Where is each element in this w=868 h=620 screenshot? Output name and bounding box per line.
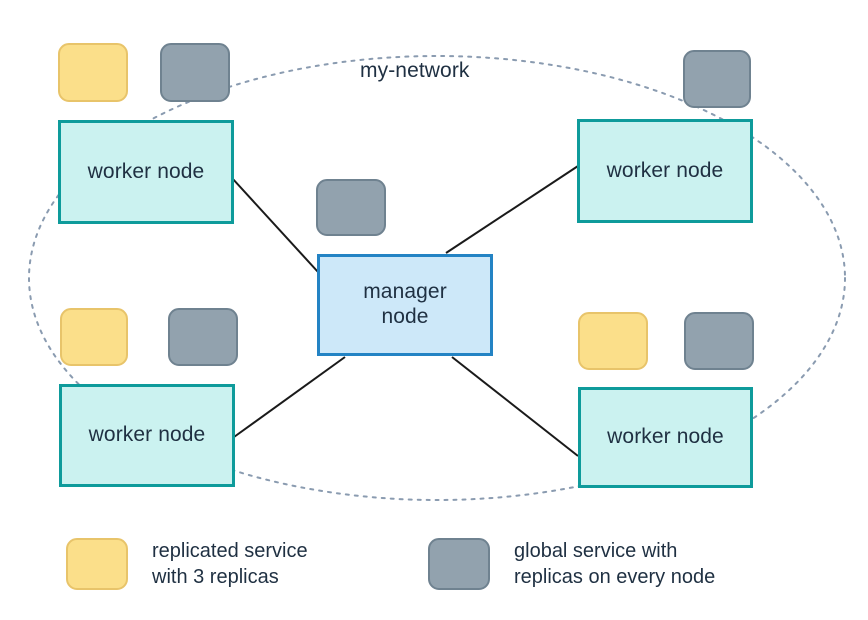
legend-label-replicated-service: replicated service with 3 replicas bbox=[152, 540, 308, 589]
network-label: my-network bbox=[360, 59, 470, 82]
connector-manager-to-worker-top-right bbox=[445, 165, 579, 254]
worker-node-top-left[interactable]: worker node bbox=[58, 120, 234, 224]
replicated-service-chip-top-left bbox=[58, 43, 128, 102]
legend-label-global-service: global service with replicas on every no… bbox=[514, 540, 716, 589]
worker-node-top-right[interactable]: worker node bbox=[577, 119, 753, 223]
connector-manager-to-worker-bottom-right bbox=[451, 356, 579, 457]
worker-node-bottom-left-label: worker node bbox=[88, 423, 206, 447]
global-service-chip-center bbox=[316, 179, 386, 236]
manager-node-label-line2: node bbox=[381, 305, 429, 328]
manager-node-label-line1: manager bbox=[363, 280, 447, 304]
legend-item-replicated-service: replicated service with 3 replicas bbox=[66, 538, 308, 591]
global-service-chip-top-left bbox=[160, 43, 230, 102]
replicated-service-swatch bbox=[66, 538, 128, 591]
global-service-chip-bottom-left bbox=[168, 308, 238, 366]
worker-node-top-left-label: worker node bbox=[87, 159, 205, 183]
replicated-service-chip-bottom-right bbox=[578, 312, 648, 370]
global-service-chip-top-right bbox=[683, 50, 751, 108]
worker-node-top-right-label: worker node bbox=[606, 158, 724, 182]
worker-node-bottom-right[interactable]: worker node bbox=[578, 387, 753, 488]
global-service-chip-bottom-right bbox=[684, 312, 754, 370]
global-service-swatch bbox=[428, 538, 490, 591]
legend-item-global-service: global service with replicas on every no… bbox=[428, 538, 715, 591]
connector-manager-to-worker-bottom-left bbox=[233, 356, 346, 438]
worker-node-bottom-left[interactable]: worker node bbox=[59, 384, 235, 487]
connector-manager-to-worker-top-left bbox=[231, 177, 319, 273]
replicated-service-chip-bottom-left bbox=[60, 308, 128, 366]
manager-node[interactable]: manager node bbox=[317, 254, 493, 356]
worker-node-bottom-right-label: worker node bbox=[607, 425, 724, 449]
